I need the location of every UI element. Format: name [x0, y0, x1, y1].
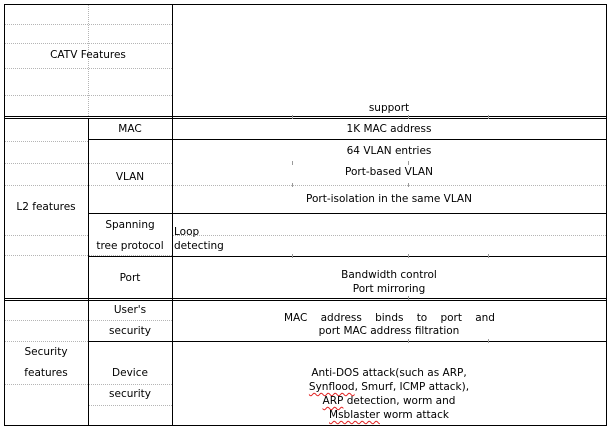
spellcheck-word: ARP [322, 395, 344, 407]
ruler-tick [488, 254, 489, 258]
device-security-text: worm attack [379, 409, 449, 421]
port-value: Bandwidth control [341, 269, 437, 281]
users-security-word: to [416, 312, 428, 324]
ruler-tick [488, 115, 489, 119]
catv-features-label: CATV Features [50, 49, 126, 61]
port-label: Port [119, 272, 141, 284]
port-value: Port mirroring [352, 283, 426, 295]
grid-guide [172, 235, 606, 236]
section-divider [4, 300, 607, 301]
grid-guide [4, 185, 88, 186]
grid-guide [88, 185, 172, 186]
ruler-tick [292, 183, 293, 187]
loop-detecting-value: detecting [174, 240, 224, 252]
users-security-word: and [475, 312, 495, 324]
device-security-label: Device [112, 367, 148, 379]
spanning-tree-label: Spanning [105, 219, 155, 231]
ruler-tick [292, 254, 293, 258]
device-security-text: detection, worm and [343, 395, 456, 407]
vlan-value: Port-isolation in the same VLAN [306, 193, 472, 205]
device-security-value: Synflood, Smurf, ICMP attack), [172, 381, 606, 394]
ruler-tick [408, 339, 409, 343]
section-divider [4, 298, 607, 299]
ruler-tick [408, 254, 409, 258]
loop-detecting-value: Loop [174, 226, 200, 238]
device-security-value: Anti-DOS attack(such as ARP, [311, 367, 467, 379]
ruler-tick [292, 115, 293, 119]
table-border [606, 4, 607, 426]
users-security-word: address [320, 312, 362, 324]
grid-guide [4, 341, 88, 342]
row-divider [88, 139, 607, 140]
grid-guide [88, 4, 89, 116]
grid-guide [4, 68, 172, 69]
ruler-tick [408, 115, 409, 119]
spellcheck-word: Synflood [308, 381, 355, 393]
grid-guide [172, 185, 606, 186]
section-divider [4, 116, 607, 117]
spellcheck-word: Msblaster [329, 409, 380, 421]
table-border [4, 425, 607, 426]
users-security-word: binds [375, 312, 404, 324]
users-security-word: MAC [284, 312, 308, 324]
column-divider [172, 4, 173, 425]
row-divider [88, 213, 607, 214]
vlan-label: VLAN [115, 171, 145, 183]
grid-guide [4, 141, 88, 142]
device-security-value: ARP detection, worm and [172, 395, 606, 408]
vlan-value: Port-based VLAN [345, 166, 433, 178]
ruler-tick [488, 339, 489, 343]
mac-label: MAC [118, 123, 142, 135]
ruler-tick [408, 296, 409, 300]
grid-guide [4, 24, 172, 25]
ruler-tick [408, 161, 409, 165]
row-divider [88, 341, 607, 342]
users-security-label: security [109, 325, 151, 337]
vlan-value: 64 VLAN entries [346, 145, 432, 157]
column-divider [88, 118, 89, 425]
users-security-value: MAC address binds to port and [284, 312, 495, 325]
grid-guide [4, 43, 172, 44]
table-border [4, 4, 5, 426]
row-divider [88, 256, 607, 257]
section-divider [4, 118, 607, 119]
l2-features-label: L2 features [16, 201, 76, 213]
spanning-tree-label: tree protocol [96, 240, 164, 252]
catv-support-value: support [368, 102, 410, 114]
mac-value: 1K MAC address [346, 123, 432, 135]
users-security-label: User's [113, 304, 147, 316]
ruler-tick [408, 183, 409, 187]
ruler-tick [292, 161, 293, 165]
grid-guide [88, 163, 172, 164]
grid-guide [88, 405, 172, 406]
users-security-word: port [440, 312, 462, 324]
device-security-text: , Smurf, ICMP attack), [354, 381, 470, 393]
users-security-value: port MAC address filtration [318, 325, 460, 337]
grid-guide [4, 235, 88, 236]
security-features-label: Security [24, 346, 68, 358]
device-security-value: Msblaster worm attack [172, 409, 606, 422]
grid-guide [4, 95, 172, 96]
grid-guide [4, 163, 88, 164]
security-features-label: features [24, 367, 68, 379]
table-border [4, 4, 607, 5]
device-security-label: security [109, 388, 151, 400]
